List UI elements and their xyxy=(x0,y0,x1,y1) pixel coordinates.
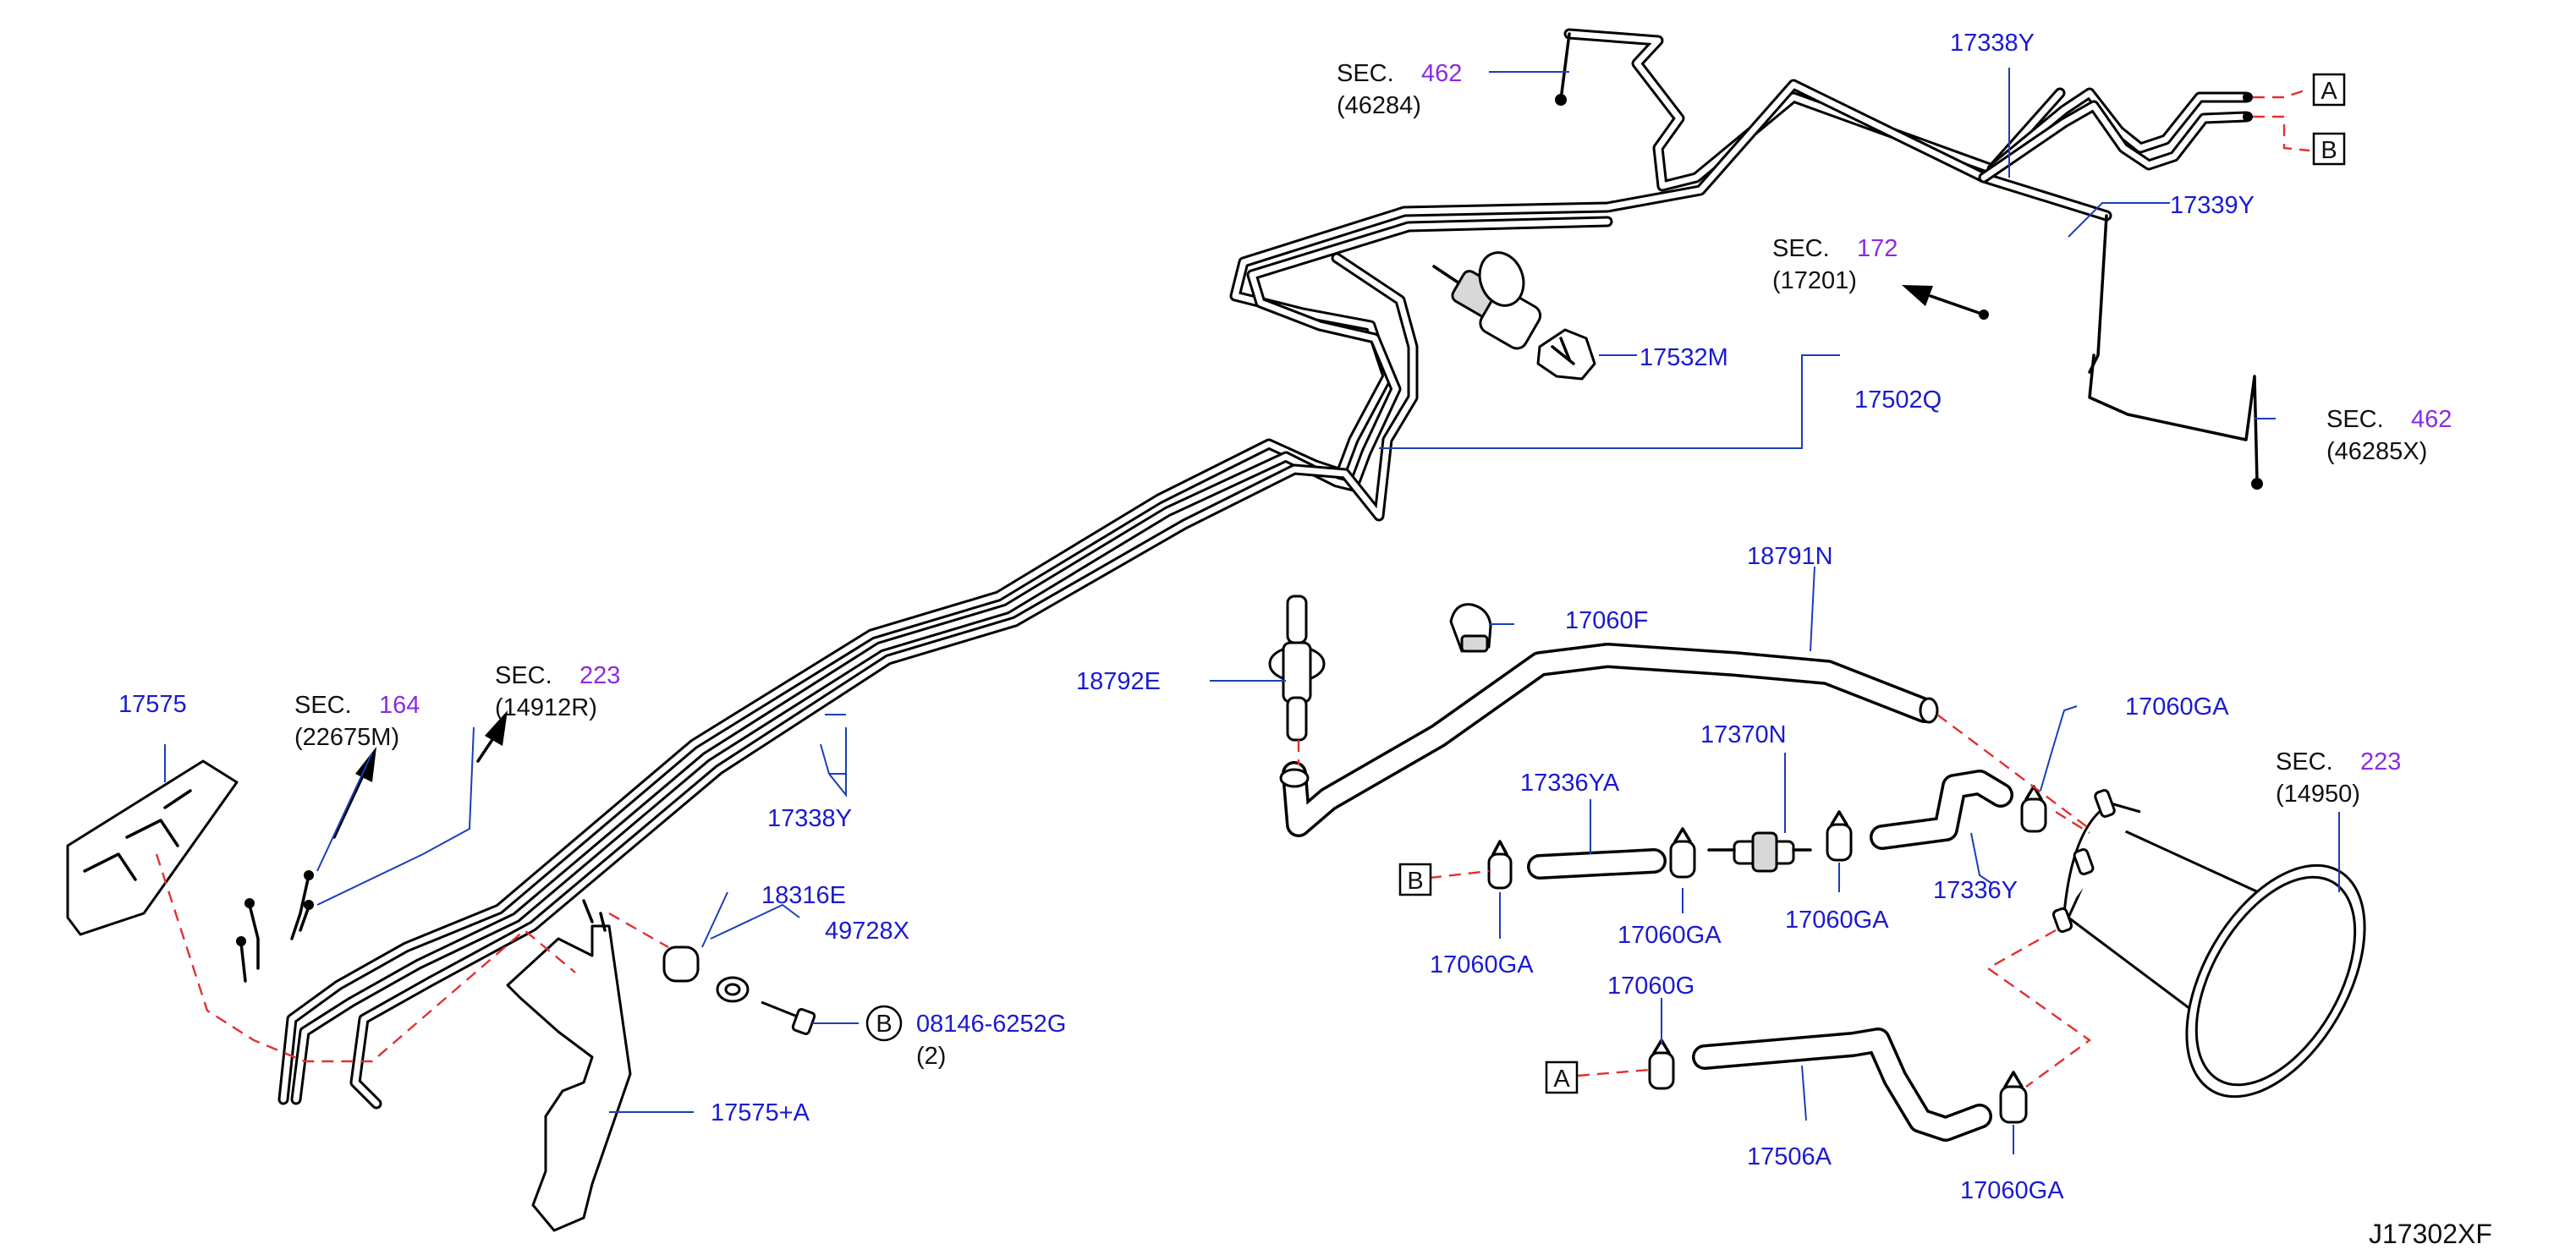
sec-223-left-number: 223 xyxy=(579,662,620,689)
left-tube-ends xyxy=(236,870,314,983)
marker-b-top: B xyxy=(2312,132,2346,166)
bracket-17575a xyxy=(506,899,632,1232)
diagram-id: J17302XF xyxy=(2369,1219,2492,1249)
label-17532m: 17532M xyxy=(1640,344,1728,371)
hose-17336y xyxy=(1870,770,2013,850)
part-labels: 17338Y 17339Y 17532M 17502Q 18791N 17060… xyxy=(118,30,2255,1204)
label-17575a: 17575+A xyxy=(711,1099,810,1126)
clamp-17060ga-b xyxy=(1487,840,1513,890)
sec-172-word: SEC. xyxy=(1772,235,1830,262)
label-08146-6252g: 08146-6252G xyxy=(916,1011,1066,1038)
hose-18791n xyxy=(1279,643,1939,837)
arrow-to-sec-172 xyxy=(1902,285,1989,320)
marker-a-bottom-label: A xyxy=(1553,1066,1570,1093)
label-17336y: 17336Y xyxy=(1933,877,2018,904)
washer-49728x xyxy=(716,976,750,1003)
clip-17532m xyxy=(1536,328,1596,381)
valve-17370n xyxy=(1707,831,1812,873)
marker-b-center-label: B xyxy=(1407,868,1423,895)
dashed-links xyxy=(155,87,2310,1088)
fitting-17060f xyxy=(1449,603,1492,653)
hose-17506a xyxy=(1692,1028,1992,1142)
label-17060f: 17060F xyxy=(1565,607,1648,634)
main-tube-bundle xyxy=(277,28,2112,1110)
sec-462-right-word: SEC. xyxy=(2326,406,2384,433)
sec-223-right-word: SEC. xyxy=(2276,748,2333,775)
label-17060g: 17060G xyxy=(1607,973,1694,1000)
label-49728x: 49728X xyxy=(825,918,909,945)
hose-17336ya xyxy=(1527,848,1667,880)
marker-b-top-label: B xyxy=(2321,137,2337,164)
sec-462-top-ref: (46284) xyxy=(1337,92,1421,119)
sec-462-top-number: 462 xyxy=(1421,60,1462,87)
sec-164: SEC. 164 (22675M) xyxy=(294,692,420,751)
bolt-marker-b: B xyxy=(865,1005,903,1042)
clamp-17060ga-mid xyxy=(1669,827,1696,879)
sec-223-left-word: SEC. xyxy=(495,662,552,689)
label-17338y-top: 17338Y xyxy=(1950,30,2035,57)
label-17336ya: 17336YA xyxy=(1520,770,1620,797)
sec-223-left: SEC. 223 (14912R) xyxy=(495,662,620,721)
sec-164-number: 164 xyxy=(379,692,420,719)
clamp-17060ga-right xyxy=(2020,785,2047,833)
valve-18792e xyxy=(1268,595,1326,742)
leader-lines xyxy=(164,68,2340,1154)
marker-a-top-label: A xyxy=(2321,78,2337,105)
sec-462-right-number: 462 xyxy=(2411,406,2452,433)
sec-164-word: SEC. xyxy=(294,692,352,719)
arrow-to-sec-223-left xyxy=(476,710,508,763)
bracket-17575 xyxy=(66,759,239,936)
tube-ends-to-markers xyxy=(1555,32,2263,490)
clamp-17060g xyxy=(1648,1039,1675,1090)
sec-172: SEC. 172 (17201) xyxy=(1772,235,1898,294)
clamp-17060ga-bottom xyxy=(1999,1071,2028,1124)
label-17060ga-bottom: 17060GA xyxy=(1960,1177,2064,1204)
sec-223-right: SEC. 223 (14950) xyxy=(2276,748,2401,808)
label-17370n: 17370N xyxy=(1700,721,1787,748)
bolt-08146-6252g xyxy=(761,1000,816,1036)
label-08146-qty: (2) xyxy=(916,1043,946,1070)
label-17060ga-mid2: 17060GA xyxy=(1785,907,1889,934)
label-17502q: 17502Q xyxy=(1854,386,1942,414)
sec-462-right: SEC. 462 (46285X) xyxy=(2326,406,2452,465)
clamp-17060ga-mid2 xyxy=(1826,810,1853,862)
bolt-marker-b-label: B xyxy=(876,1011,892,1038)
connector-17502q xyxy=(1432,251,1542,350)
marker-b-center: B xyxy=(1398,863,1432,896)
marker-a-top: A xyxy=(2312,73,2346,107)
grommet-18316e xyxy=(662,945,700,983)
label-17575: 17575 xyxy=(118,691,187,718)
sec-172-number: 172 xyxy=(1857,235,1898,262)
label-18316e: 18316E xyxy=(761,882,846,909)
sec-462-top: SEC. 462 (46284) xyxy=(1337,60,1462,119)
marker-a-bottom: A xyxy=(1545,1060,1579,1094)
sec-462-right-ref: (46285X) xyxy=(2326,438,2427,465)
sec-223-right-ref: (14950) xyxy=(2276,781,2360,808)
evap-canister xyxy=(2051,789,2366,1099)
sec-462-top-word: SEC. xyxy=(1337,60,1394,87)
label-18792e: 18792E xyxy=(1076,668,1161,695)
label-17339y: 17339Y xyxy=(2170,192,2255,219)
label-17506a: 17506A xyxy=(1747,1143,1832,1170)
label-17338y-mid: 17338Y xyxy=(767,805,852,832)
sec-223-left-ref: (14912R) xyxy=(495,694,597,721)
label-17060ga-b: 17060GA xyxy=(1430,951,1534,978)
sec-164-ref: (22675M) xyxy=(294,724,399,751)
label-17060ga-mid: 17060GA xyxy=(1618,922,1722,949)
sec-223-right-number: 223 xyxy=(2360,748,2401,775)
sec-172-ref: (17201) xyxy=(1772,267,1857,294)
label-17060ga-right: 17060GA xyxy=(2125,693,2229,721)
label-18791n: 18791N xyxy=(1747,543,1833,570)
arrow-to-sec-164 xyxy=(332,747,376,839)
